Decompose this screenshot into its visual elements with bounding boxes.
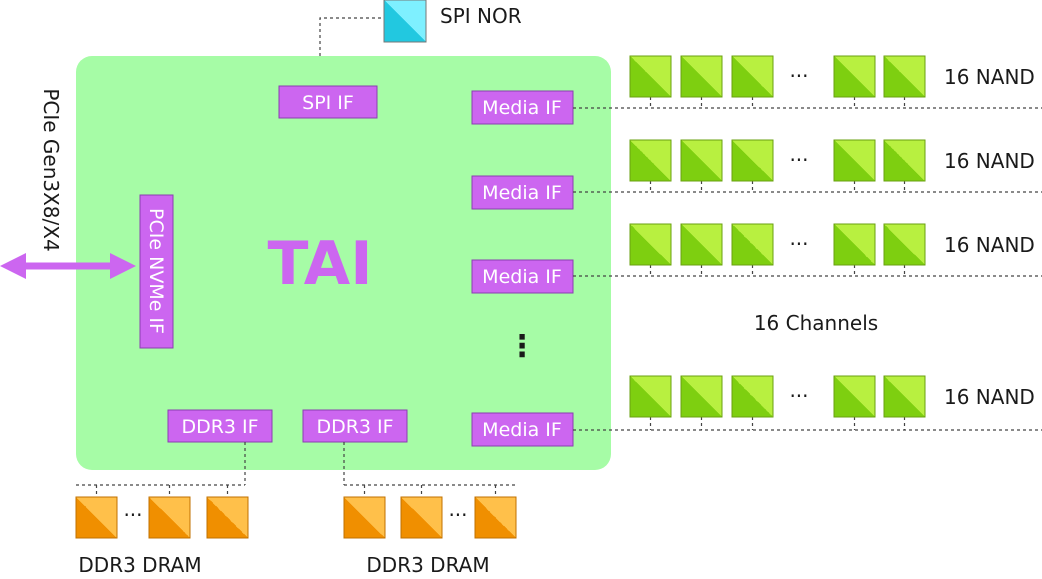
media-if-block-4: [471, 412, 574, 447]
dram-chip: [400, 496, 443, 539]
dram-ellipsis: ···: [123, 503, 142, 527]
spi-nor-label: SPI NOR: [440, 4, 522, 28]
nand-chip: [629, 223, 672, 266]
pcie-nvme-if-block: [139, 194, 174, 349]
nand-chip: [883, 375, 926, 418]
dram-chip: [148, 496, 191, 539]
nand-row-label: 16 NAND: [944, 65, 1035, 89]
dram-left-label: DDR3 DRAM: [78, 553, 201, 577]
nand-row-1: ··· 16 NAND: [573, 55, 1042, 109]
nand-chip: [629, 375, 672, 418]
pcie-arrow-right-head: [110, 253, 136, 279]
media-if-block-1: [471, 90, 574, 125]
ddr3-if-left-block: [167, 409, 273, 443]
dram-chip: [474, 496, 517, 539]
media-if-block-3: [471, 259, 574, 294]
nand-chip: [883, 55, 926, 98]
pcie-nvme-if-label: PCIe NVMe IF: [145, 208, 167, 334]
pcie-arrow-left-head: [0, 253, 26, 279]
dram-array: ··· ···: [75, 442, 517, 539]
media-if-label-1: Media IF: [482, 97, 562, 119]
chip-title: TAI: [267, 229, 372, 299]
ddr3-if-left-label: DDR3 IF: [181, 416, 258, 438]
nand-row-label: 16 NAND: [944, 149, 1035, 173]
nand-row-label: 16 NAND: [944, 385, 1035, 409]
dram-chip: [75, 496, 118, 539]
spi-link: [319, 17, 384, 86]
tai-chip: [76, 56, 611, 470]
dram-chip: [343, 496, 386, 539]
nand-chip: [883, 223, 926, 266]
channels-label: 16 Channels: [754, 311, 878, 335]
spi-nor-chip: [383, 0, 427, 43]
nand-chip: [731, 55, 774, 98]
media-if-label-4: Media IF: [482, 419, 562, 441]
nand-chip: [680, 223, 723, 266]
spi-if-block: [278, 85, 378, 119]
ddr3-if-right-block: [302, 409, 408, 443]
nand-chip: [731, 375, 774, 418]
media-if-ellipsis: ⋮: [507, 329, 537, 364]
nand-chip: [680, 139, 723, 182]
nand-ellipsis: ···: [789, 64, 808, 88]
nand-ellipsis: ···: [789, 384, 808, 408]
nand-array: ··· 16 NAND ··· 16 NAND ··· 16 NAND ··· 16 NAND: [573, 55, 1042, 431]
nand-ellipsis: ···: [789, 232, 808, 256]
media-if-label-3: Media IF: [482, 266, 562, 288]
nand-chip: [731, 223, 774, 266]
nand-row-label: 16 NAND: [944, 233, 1035, 257]
nand-chip: [833, 139, 876, 182]
spi-if-label: SPI IF: [302, 92, 354, 114]
dram-right-label: DDR3 DRAM: [366, 553, 489, 577]
nand-chip: [629, 55, 672, 98]
nand-row-2: ··· 16 NAND: [573, 139, 1042, 193]
nand-row-3: ··· 16 NAND: [573, 223, 1042, 277]
nand-ellipsis: ···: [789, 148, 808, 172]
dram-ellipsis: ···: [448, 503, 467, 527]
pcie-link-label: PCIe Gen3X8/X4: [39, 88, 63, 251]
dram-group-right: ···: [343, 442, 517, 539]
nand-chip: [731, 139, 774, 182]
nand-chip: [883, 139, 926, 182]
nand-chip: [833, 375, 876, 418]
media-if-label-2: Media IF: [482, 182, 562, 204]
nand-chip: [680, 375, 723, 418]
nand-chip: [629, 139, 672, 182]
ddr3-if-right-label: DDR3 IF: [316, 416, 393, 438]
nand-chip: [680, 55, 723, 98]
dram-chip: [206, 496, 249, 539]
nand-chip: [833, 223, 876, 266]
media-if-block-2: [471, 175, 574, 210]
dram-group-left: ···: [75, 442, 249, 539]
nand-chip: [833, 55, 876, 98]
nand-row-4: ··· 16 NAND: [573, 375, 1042, 431]
